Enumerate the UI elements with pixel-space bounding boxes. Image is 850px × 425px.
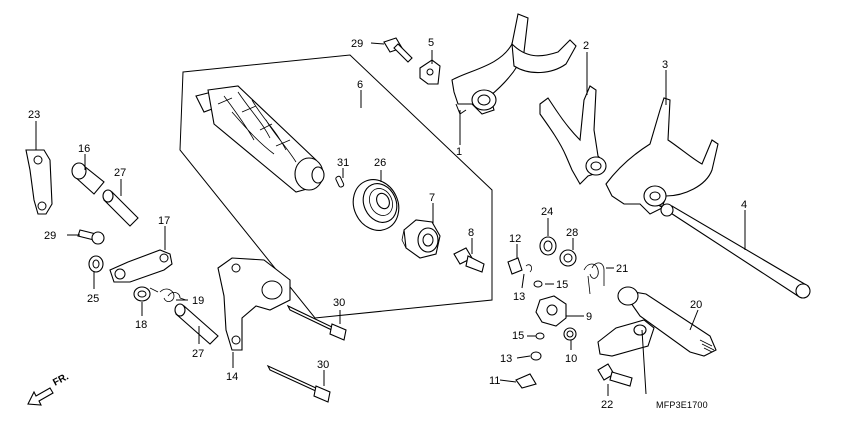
part-label-20: 20: [690, 299, 702, 311]
shift-fork-2: [539, 85, 607, 185]
part-label-9: 9: [586, 311, 592, 323]
collar-16: [71, 162, 105, 195]
ratchet-9: [535, 295, 567, 327]
leader-lines: [35, 42, 746, 396]
spring-13-lower: [530, 351, 542, 361]
part-label-30-lower: 30: [317, 359, 329, 371]
part-label-3: 3: [662, 59, 668, 71]
drum-center-cam: [401, 219, 441, 259]
part-label-27-upper: 27: [114, 167, 126, 179]
part-label-29-left: 29: [44, 230, 56, 242]
part-label-23: 23: [28, 109, 40, 121]
part-label-12: 12: [509, 233, 521, 245]
part-label-10: 10: [565, 353, 577, 365]
drum-bearing: [352, 179, 400, 231]
bolt-30-upper: [286, 304, 347, 341]
plunger-15-upper: [533, 280, 543, 288]
part-label-21: 21: [616, 263, 628, 275]
part-label-15-upper: 15: [556, 279, 568, 291]
part-label-29-upper: 29: [351, 38, 363, 50]
collar-10: [563, 327, 577, 341]
bolt-30-lower: [266, 364, 331, 403]
spring-19: [149, 287, 187, 302]
shift-fork-1: [451, 13, 577, 115]
part-label-7: 7: [429, 192, 435, 204]
stopper-arm-17: [109, 249, 173, 283]
part-label-16: 16: [78, 143, 90, 155]
bolt-29-left: [77, 229, 105, 245]
part-label-6: 6: [357, 79, 363, 91]
bolt-22: [597, 363, 633, 387]
part-label-13-lower: 13: [500, 353, 512, 365]
part-label-8: 8: [468, 227, 474, 239]
part-label-18: 18: [135, 319, 147, 331]
part-label-19: 19: [192, 295, 204, 307]
part-label-15-lower: 15: [512, 330, 524, 342]
dowel-pin-27-upper: [102, 189, 139, 227]
guide-11: [515, 373, 537, 389]
spring-21: [583, 262, 605, 295]
part-label-26: 26: [374, 157, 386, 169]
part-label-11: 11: [489, 375, 500, 387]
washer-25: [88, 255, 104, 273]
part-label-13-upper: 13: [513, 291, 525, 303]
shift-drum: [195, 85, 325, 193]
part-label-25: 25: [87, 293, 99, 305]
pawl-12: [507, 257, 523, 275]
drum-pin: [335, 175, 345, 188]
part-label-28: 28: [566, 227, 578, 239]
dowel-pin-27-lower: [174, 303, 219, 345]
part-label-14: 14: [226, 371, 238, 383]
part-label-24: 24: [541, 206, 553, 218]
collar-28: [559, 249, 577, 267]
gearshift-spindle-20: [597, 286, 717, 357]
washer-24: [539, 236, 557, 256]
part-label-2: 2: [583, 40, 589, 52]
front-direction-label: FR.: [51, 371, 71, 388]
part-label-5: 5: [428, 37, 434, 49]
part-label-31: 31: [337, 157, 349, 169]
drum-assembly-group-outline: [179, 54, 493, 319]
part-label-27-lower: 27: [192, 348, 204, 360]
arrow-down-left-icon: [27, 387, 54, 406]
guide-plate-14: [217, 257, 291, 351]
part-label-4: 4: [741, 199, 747, 211]
part-label-17: 17: [158, 215, 170, 227]
part-label-1: 1: [456, 146, 462, 158]
shift-fork-3: [605, 97, 719, 215]
diagram-code: MFP3E1700: [656, 400, 708, 410]
plunger-15-lower: [535, 332, 545, 340]
part-label-22: 22: [601, 399, 613, 411]
fork-shaft: [658, 203, 811, 299]
stopper-arm-bracket: [25, 149, 53, 215]
spring-13-upper: [525, 264, 533, 273]
part-label-30-upper: 30: [333, 297, 345, 309]
collar-18: [133, 286, 151, 302]
cam-bolt: [453, 247, 485, 273]
fork-plate-bolt: [383, 37, 413, 63]
